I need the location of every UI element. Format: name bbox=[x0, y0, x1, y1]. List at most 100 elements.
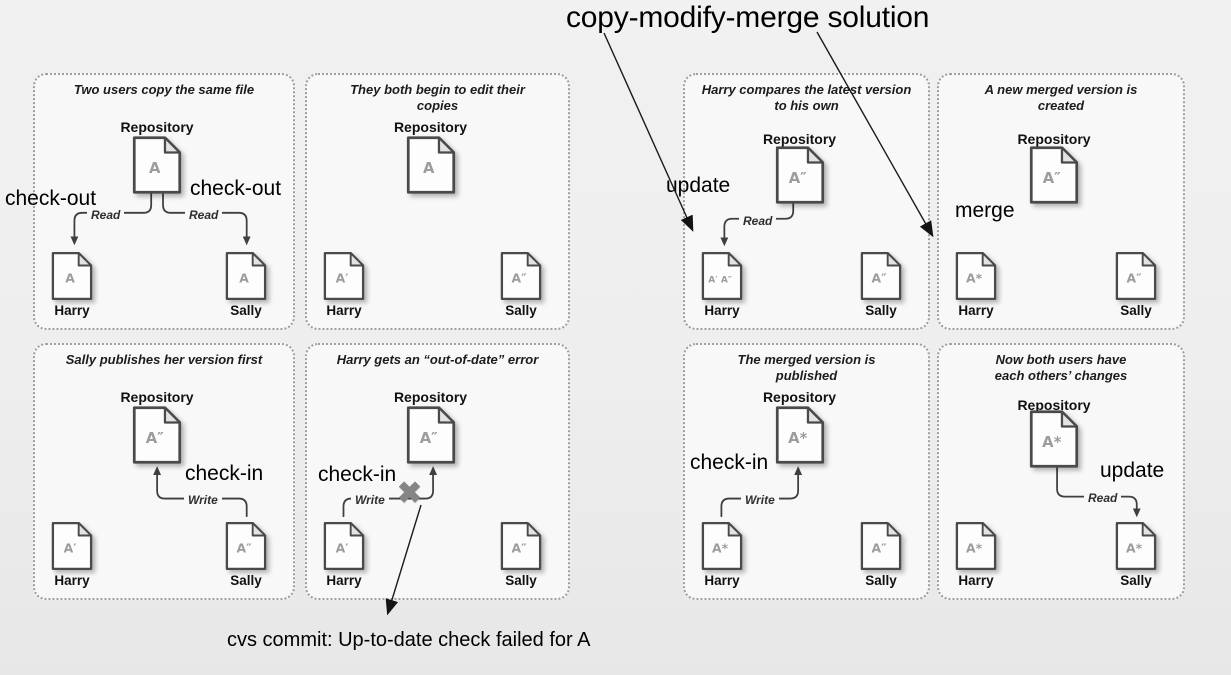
harry-document-icon: A* bbox=[955, 521, 997, 571]
repository-label: Repository bbox=[393, 389, 468, 405]
sally-document-icon: A″ bbox=[860, 521, 902, 571]
harry-label: Harry bbox=[54, 573, 90, 588]
svg-text:A*: A* bbox=[966, 271, 983, 286]
sally-document-icon: A″ bbox=[860, 251, 902, 301]
repository-label: Repository bbox=[120, 389, 194, 405]
repository-document-icon: A″ bbox=[132, 406, 182, 464]
panel-both-have-changes: Now both users have each others’ changes… bbox=[937, 343, 1185, 600]
repository-document-icon: A* bbox=[1029, 410, 1079, 468]
sally-document-icon: A bbox=[225, 251, 267, 301]
panel-caption: Now both users have each others’ changes bbox=[994, 352, 1128, 384]
error-message: cvs commit: Up-to-date check failed for … bbox=[227, 629, 591, 651]
svg-text:A*: A* bbox=[788, 430, 807, 447]
sally-document-icon: A″ bbox=[225, 521, 267, 571]
read-label: Read bbox=[87, 208, 125, 222]
panel-sally-publishes: Sally publishes her version first Reposi… bbox=[33, 343, 295, 600]
svg-text:A: A bbox=[239, 271, 249, 286]
sally-document-icon: A* bbox=[1115, 521, 1157, 571]
harry-label: Harry bbox=[326, 573, 362, 588]
checkout-right-label: check-out bbox=[190, 177, 282, 200]
harry-label: Harry bbox=[958, 303, 994, 318]
harry-label: Harry bbox=[54, 303, 90, 318]
panel-caption: The merged version is published bbox=[737, 352, 876, 384]
repository-document-icon: A″ bbox=[406, 406, 455, 464]
sally-label: Sally bbox=[1120, 573, 1152, 588]
sally-label: Sally bbox=[865, 303, 897, 318]
svg-text:A″: A″ bbox=[512, 541, 528, 556]
svg-text:A*: A* bbox=[1126, 541, 1143, 556]
harry-label: Harry bbox=[958, 573, 994, 588]
sally-label: Sally bbox=[505, 573, 537, 588]
panel-out-of-date-error: Harry gets an “out-of-date” error Reposi… bbox=[305, 343, 570, 600]
repository-document-icon: A bbox=[406, 136, 455, 194]
panel-merged-published: The merged version is published Reposito… bbox=[683, 343, 930, 600]
svg-text:A′ A″: A′ A″ bbox=[708, 276, 732, 286]
svg-text:A″: A″ bbox=[1127, 271, 1143, 286]
sally-label: Sally bbox=[865, 573, 897, 588]
repository-label: Repository bbox=[1017, 397, 1091, 413]
repository-document-icon: A* bbox=[775, 406, 824, 464]
sally-label: Sally bbox=[230, 573, 262, 588]
panel-caption: Sally publishes her version first bbox=[65, 352, 263, 367]
update-harry-label: update bbox=[666, 174, 731, 197]
sally-document-icon: A″ bbox=[500, 521, 542, 571]
page-title: copy-modify-merge solution bbox=[566, 1, 930, 34]
read-label: Read bbox=[1084, 491, 1122, 505]
merge-label: merge bbox=[955, 199, 1015, 222]
panel-caption: A new merged version is created bbox=[984, 82, 1138, 114]
harry-document-icon: A′ bbox=[51, 521, 93, 571]
harry-document-icon: A* bbox=[701, 521, 743, 571]
sally-label: Sally bbox=[230, 303, 262, 318]
sally-document-icon: A″ bbox=[1115, 251, 1157, 301]
svg-text:A″: A″ bbox=[512, 271, 528, 286]
sally-label: Sally bbox=[505, 303, 537, 318]
svg-text:A″: A″ bbox=[872, 271, 888, 286]
harry-label: Harry bbox=[326, 303, 362, 318]
repository-document-icon: A″ bbox=[775, 146, 824, 204]
checkin-merged-label: check-in bbox=[690, 451, 769, 474]
repository-document-icon: A bbox=[132, 136, 182, 194]
svg-text:A′: A′ bbox=[336, 541, 349, 556]
repository-document-icon: A″ bbox=[1029, 146, 1079, 204]
svg-text:A″: A″ bbox=[146, 430, 164, 447]
svg-text:A″: A″ bbox=[788, 170, 806, 187]
sally-document-icon: A″ bbox=[500, 251, 542, 301]
svg-text:A′: A′ bbox=[64, 541, 77, 556]
panel-two-users-copy: Two users copy the same file Repository … bbox=[33, 73, 295, 330]
svg-text:A′: A′ bbox=[336, 271, 349, 286]
harry-label: Harry bbox=[704, 303, 740, 318]
write-label: Write bbox=[351, 493, 389, 507]
svg-text:A″: A″ bbox=[1043, 170, 1061, 187]
svg-text:A: A bbox=[423, 160, 435, 177]
repository-label: Repository bbox=[762, 389, 837, 405]
sally-label: Sally bbox=[1120, 303, 1152, 318]
svg-text:A*: A* bbox=[966, 541, 983, 556]
panel-both-edit: They both begin to edit their copies Rep… bbox=[305, 73, 570, 330]
panel-merged-version-created: A new merged version is created Reposito… bbox=[937, 73, 1185, 330]
harry-label: Harry bbox=[704, 573, 740, 588]
repository-label: Repository bbox=[393, 119, 468, 135]
svg-text:A″: A″ bbox=[419, 430, 437, 447]
svg-text:A*: A* bbox=[712, 541, 729, 556]
svg-text:A*: A* bbox=[1042, 434, 1061, 451]
svg-text:A″: A″ bbox=[237, 541, 253, 556]
panel-caption: They both begin to edit their copies bbox=[350, 82, 525, 114]
panel-caption: Two users copy the same file bbox=[73, 82, 255, 97]
repository-label: Repository bbox=[120, 119, 194, 135]
svg-text:A″: A″ bbox=[872, 541, 888, 556]
write-label: Write bbox=[741, 493, 779, 507]
harry-document-icon: A′ bbox=[323, 251, 365, 301]
harry-document-icon: A′ bbox=[323, 521, 365, 571]
repository-label: Repository bbox=[1017, 131, 1091, 147]
harry-document-icon: A bbox=[51, 251, 93, 301]
harry-document-icon: A′ A″ bbox=[701, 251, 743, 301]
update-sally-label: update bbox=[1100, 459, 1165, 482]
checkin-sally-label: check-in bbox=[185, 462, 264, 485]
harry-document-icon: A* bbox=[955, 251, 997, 301]
write-label: Write bbox=[184, 493, 222, 507]
checkin-harry-label: check-in bbox=[318, 463, 397, 486]
blocked-x-icon: ✖ bbox=[397, 477, 423, 510]
svg-text:A: A bbox=[149, 160, 161, 177]
panel-caption: Harry gets an “out-of-date” error bbox=[336, 352, 539, 367]
